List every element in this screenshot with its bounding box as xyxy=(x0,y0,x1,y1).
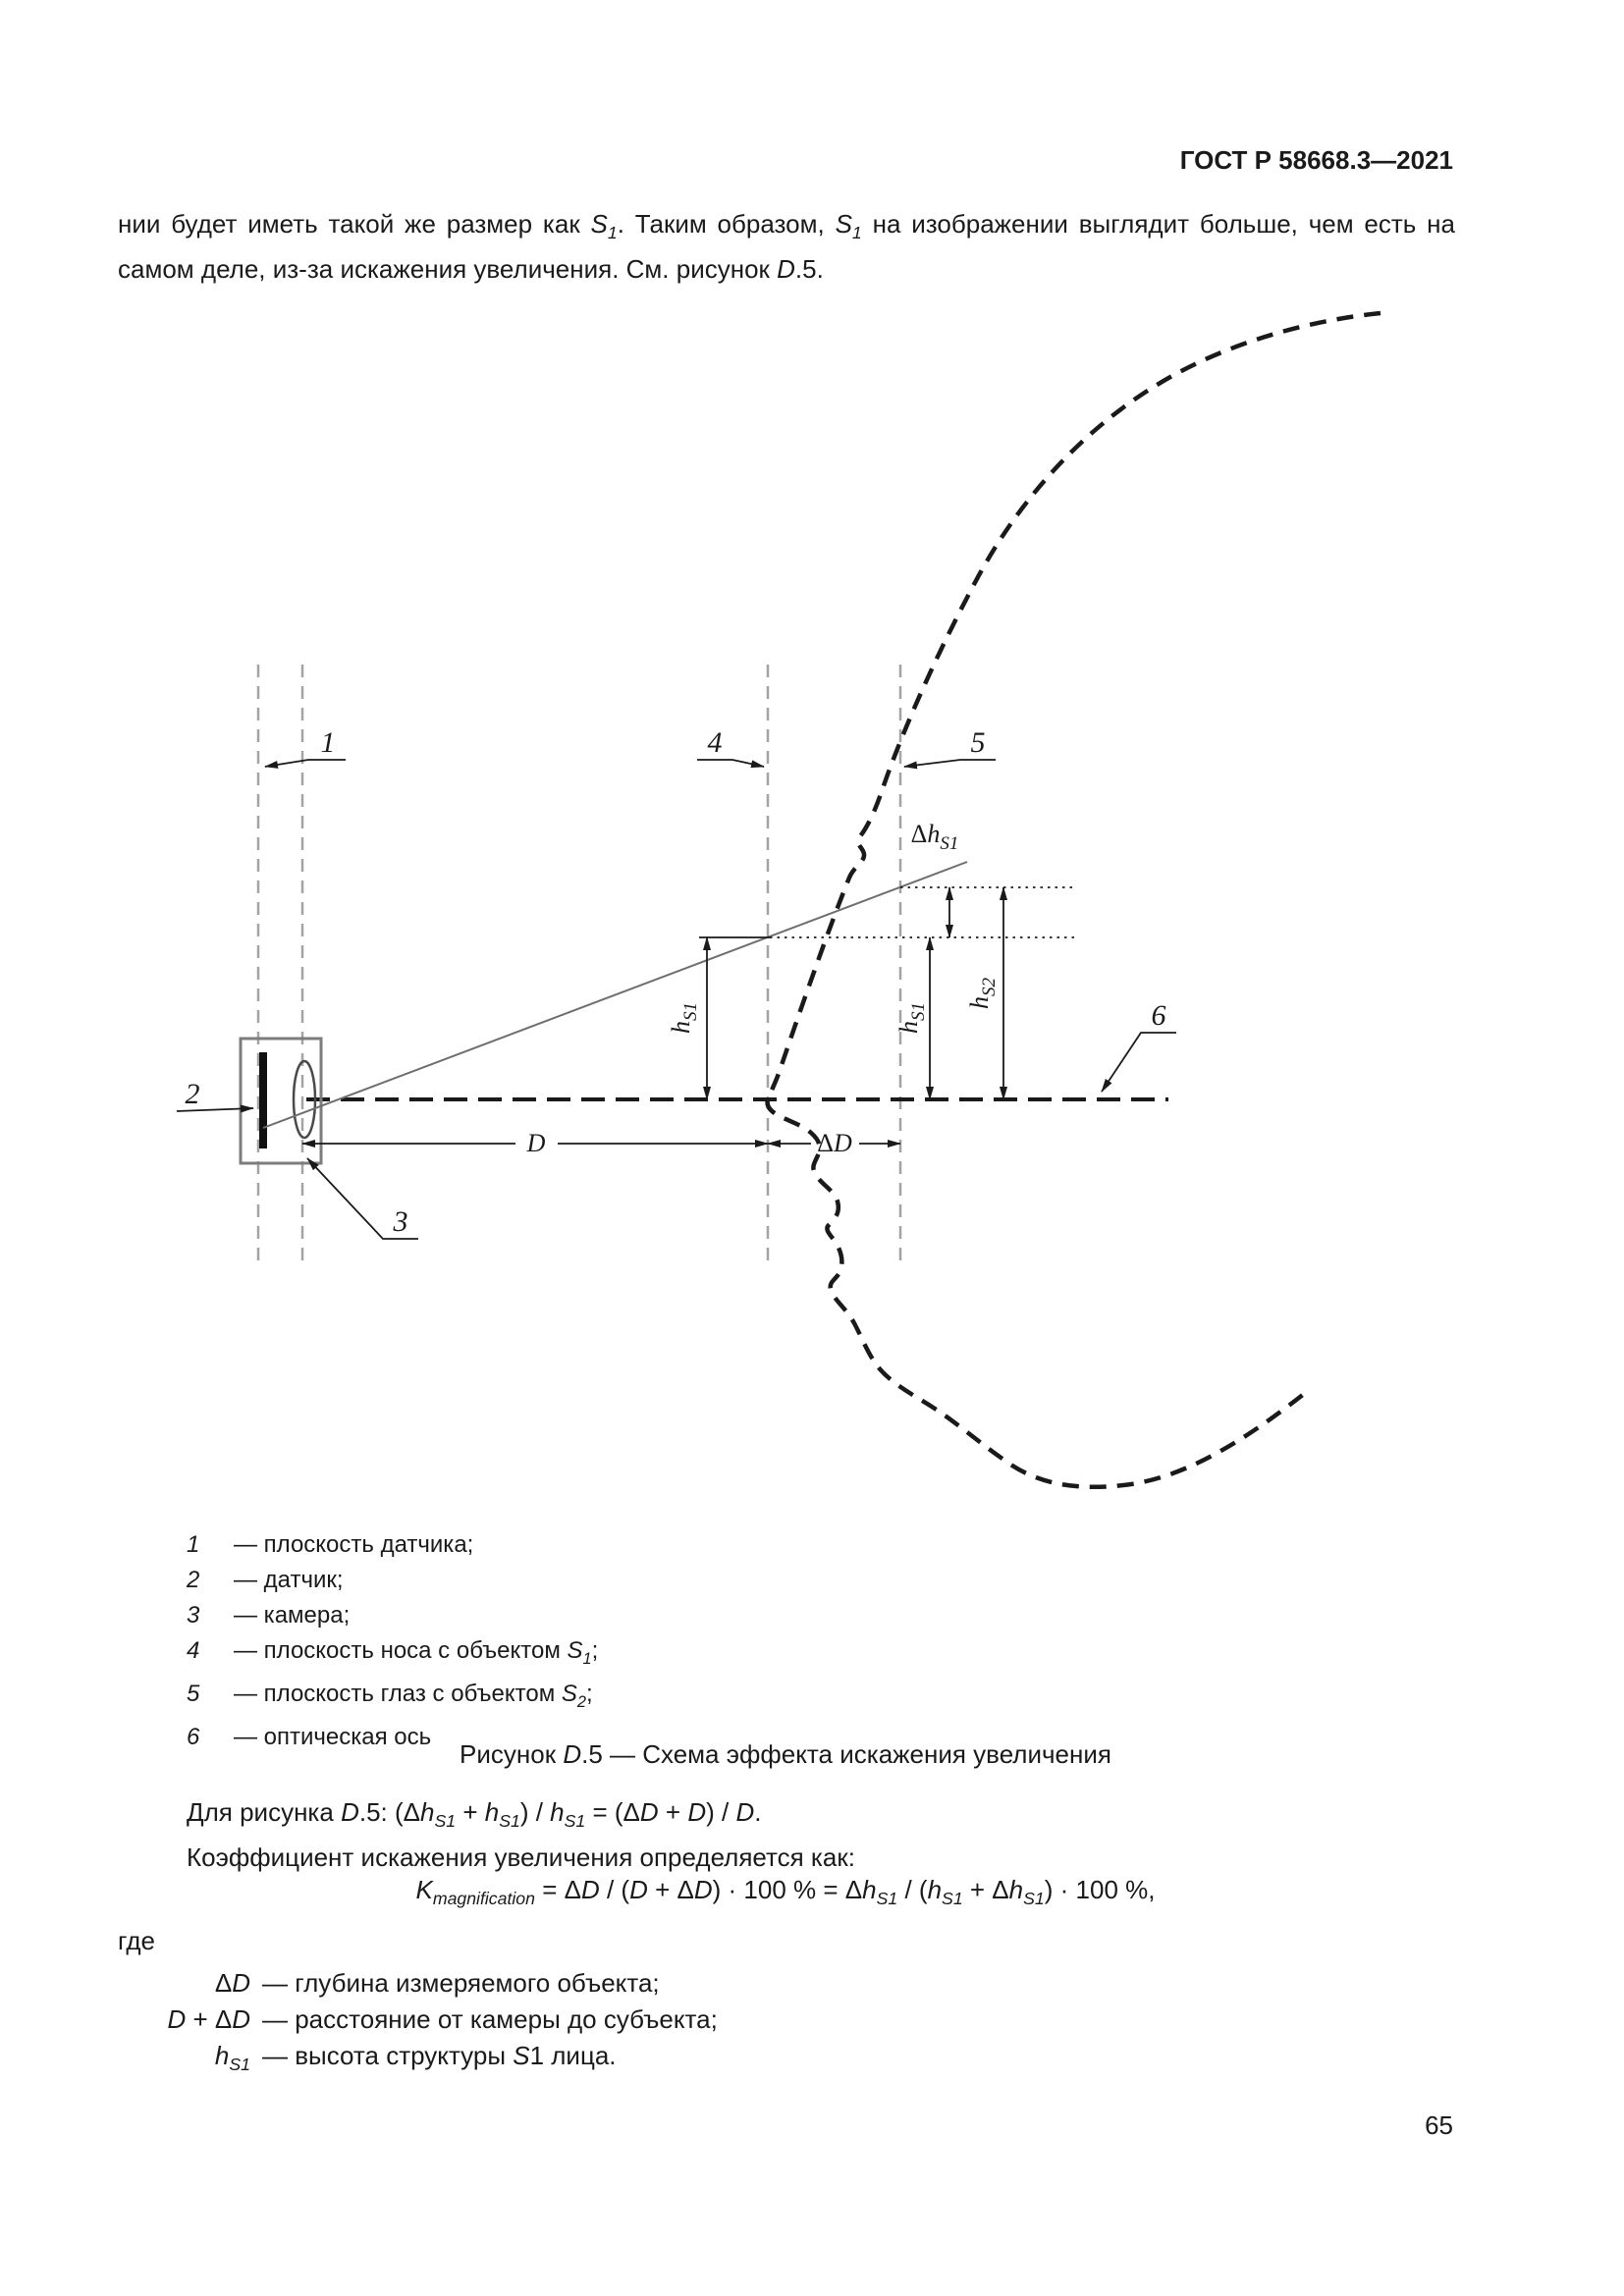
legend-item: 1 — плоскость датчика; xyxy=(187,1527,598,1563)
definition-row: D + ΔD — расстояние от камеры до субъекта… xyxy=(118,2002,718,2038)
definition-row: ΔD — глубина измеряемого объекта; xyxy=(118,1965,718,2002)
legend-item: 6 — оптическая ось xyxy=(187,1720,598,1755)
s1-subscript: S1 xyxy=(940,833,958,854)
dim-label-delta-d: ΔD xyxy=(817,1129,852,1157)
lens-ellipse xyxy=(292,1059,317,1140)
legend-item-text: — оптическая ось xyxy=(234,1723,432,1750)
legend-item-number: 5 xyxy=(187,1680,200,1707)
label-5-leader xyxy=(903,759,996,770)
page-number: 65 xyxy=(1425,2110,1453,2140)
coefficient-intro-line: Коэффициент искажения увеличения определ… xyxy=(187,1842,855,1873)
definition-text: — глубина измеряемого объекта; xyxy=(262,1968,660,1998)
legend-item-text: — плоскость датчика; xyxy=(234,1531,474,1558)
s2-subscript: S2 xyxy=(979,978,1000,997)
legend-item-number: 1 xyxy=(187,1531,200,1558)
legend-item-text: — плоскость глаз с объектом S2; xyxy=(234,1680,593,1711)
legend-item-number: 2 xyxy=(187,1567,200,1593)
legend-item: 3 — камера; xyxy=(187,1598,598,1633)
label-3: 3 xyxy=(393,1205,408,1238)
label-5: 5 xyxy=(971,726,986,759)
label-2-leader xyxy=(176,1104,254,1113)
intro-paragraph: нии будет иметь такой же размер как S1. … xyxy=(118,209,1455,285)
gost-header: ГОСТ Р 58668.3—2021 xyxy=(1179,145,1453,175)
body-text-block: Для рисунка D.5: (ΔhS1 + hS1) / hS1 = (Δ… xyxy=(187,1794,1455,1876)
label-2: 2 xyxy=(186,1078,200,1110)
label-6: 6 xyxy=(1152,999,1166,1032)
legend-item-text: — камера; xyxy=(234,1602,351,1629)
legend-item-text: — плоскость носа с объектом S1; xyxy=(234,1637,599,1668)
label-3-leader xyxy=(306,1157,418,1240)
label-1: 1 xyxy=(321,726,336,759)
label-4: 4 xyxy=(708,726,723,759)
sensor-bar xyxy=(259,1052,267,1148)
definition-term: ΔD xyxy=(214,1968,250,1998)
h-symbol: h xyxy=(667,1021,695,1034)
label-1-leader xyxy=(264,759,346,769)
dim-label-delta-hs1: ΔhS1 xyxy=(911,820,959,854)
h-symbol: h xyxy=(894,1021,923,1034)
definition-term: hS1 xyxy=(214,2041,250,2075)
figure-caption: Рисунок D.5 — Схема эффекта искажения ув… xyxy=(460,1739,1111,1769)
definitions-list: ΔD — глубина измеряемого объекта; D + ΔD —… xyxy=(118,1965,718,2083)
h-symbol: h xyxy=(927,820,940,848)
legend-item-text: — датчик; xyxy=(234,1567,344,1593)
legend-item-number: 4 xyxy=(187,1637,200,1664)
delta-symbol: Δ xyxy=(911,820,928,848)
formula-intro-line: Для рисунка D.5: (ΔhS1 + hS1) / hS1 = (Δ… xyxy=(187,1797,762,1832)
label-6-leader xyxy=(1101,1032,1176,1093)
camera-body xyxy=(239,1037,323,1165)
dim-label-hs1-nose: hS1 xyxy=(667,1002,701,1034)
figure-legend: 1 — плоскость датчика; 2 — датчик; 3 — каме… xyxy=(187,1527,598,1755)
label-4-leader xyxy=(697,759,765,769)
legend-item-number: 3 xyxy=(187,1602,200,1629)
face-profile-path xyxy=(765,310,1381,1490)
figure-d5-svg: 1 4 5 2 3 6 D ΔD hS1 hS1 hS2 ΔhS1 xyxy=(176,310,1381,1490)
figure-d5: 1 4 5 2 3 6 D ΔD hS1 hS1 hS2 ΔhS1 xyxy=(98,294,1473,1522)
h-symbol: h xyxy=(965,996,994,1009)
legend-item-number: 6 xyxy=(187,1723,200,1750)
definition-text: — расстояние от камеры до субъекта; xyxy=(262,2004,718,2034)
dim-label-hs2: hS2 xyxy=(965,978,1000,1010)
s1-subscript: S1 xyxy=(680,1002,701,1021)
definition-term: D + ΔD xyxy=(167,2004,250,2034)
magnification-formula: Kmagnification = ΔD / (D + ΔD) · 100 % =… xyxy=(415,1875,1156,1909)
legend-item: 5 — плоскость глаз с объектом S2; xyxy=(187,1677,598,1720)
d-symbol: D xyxy=(833,1129,852,1157)
dim-label-hs1-eye: hS1 xyxy=(894,1002,929,1034)
legend-item: 2 — датчик; xyxy=(187,1563,598,1598)
s1-subscript: S1 xyxy=(908,1002,929,1021)
where-label: где xyxy=(118,1926,155,1955)
projection-ray xyxy=(262,861,968,1129)
dim-label-d: D xyxy=(526,1129,546,1157)
definition-text: — высота структуры S1 лица. xyxy=(262,2041,617,2070)
delta-symbol: Δ xyxy=(817,1129,834,1157)
definition-row: hS1 — высота структуры S1 лица. xyxy=(118,2038,718,2083)
camera-group xyxy=(239,1037,323,1165)
legend-item: 4 — плоскость носа с объектом S1; xyxy=(187,1633,598,1677)
